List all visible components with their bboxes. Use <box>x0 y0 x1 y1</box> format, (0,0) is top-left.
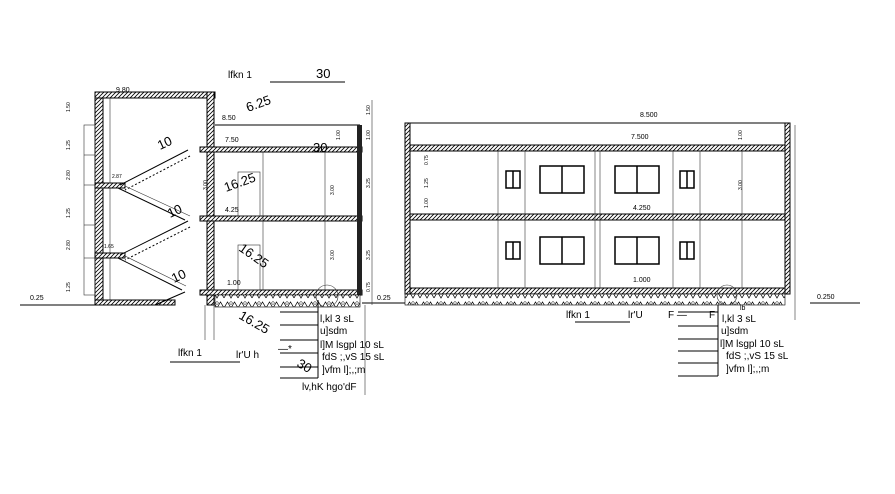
dim: 3.00 <box>330 250 336 260</box>
mark: 16.25 <box>222 170 258 195</box>
level-labels: 8.500 7.500 4.250 1.000 0.250 <box>631 112 835 301</box>
level-8-50: 8.50 <box>222 115 236 122</box>
dim: 0.75 <box>366 282 372 292</box>
mark: 30 <box>313 140 327 155</box>
mark: 30 <box>295 356 315 376</box>
left-wall <box>404 122 411 295</box>
mark: 2.87 <box>112 174 122 180</box>
dim: 1.00 <box>336 130 342 140</box>
level-8-500: 8.500 <box>640 112 658 119</box>
slab-4-25 <box>199 215 363 222</box>
note: ]vfm l];,;m <box>726 364 769 375</box>
dim: 1.25 <box>66 208 72 218</box>
level-7-50: 7.50 <box>225 137 239 144</box>
dim: 3.00 <box>203 180 209 190</box>
mark: 10 <box>155 133 174 153</box>
dim: 3.25 <box>366 250 372 260</box>
section-caption: —* <box>278 344 292 355</box>
level-4-250: 4.250 <box>633 205 651 212</box>
note: fdS ;,vS 15 sL <box>322 352 385 363</box>
dim: 2.80 <box>66 170 72 180</box>
level-1-00: 1.00 <box>227 280 241 287</box>
building-section: 9.80 8.50 7.50 4.25 1.00 0.25 0.25 10 10… <box>20 66 405 395</box>
right-wall <box>357 125 362 295</box>
foundation-soil <box>404 293 786 306</box>
stair-landing <box>94 182 126 189</box>
stair-tower-roof <box>94 91 216 99</box>
door <box>237 171 261 217</box>
dimension-labels: 1.50 1.25 2.80 1.25 2.80 1.25 3.00 3.00 … <box>66 102 372 292</box>
slab-1-000 <box>404 287 791 295</box>
elevation-caption: F — <box>668 310 687 321</box>
window-strip <box>83 124 96 296</box>
dim: 3.00 <box>738 180 744 190</box>
dim: 1.00 <box>424 198 430 208</box>
dim: 1.25 <box>66 282 72 292</box>
note: fdS ;,vS 15 sL <box>726 351 789 362</box>
section-scale: 30 <box>316 66 330 81</box>
mark: 6.25 <box>244 92 273 115</box>
section-title: lfkn 1 <box>228 70 252 81</box>
detail-circle <box>315 284 339 308</box>
level-9-80: 9.80 <box>116 87 130 94</box>
level-0-250: 0.250 <box>817 294 835 301</box>
stair-base <box>94 299 176 306</box>
slab-7-500 <box>404 144 791 152</box>
mark: 16.25 <box>237 308 273 337</box>
dim: 1.50 <box>366 105 372 115</box>
dim: 1.50 <box>66 102 72 112</box>
note: lv,hK hgo'dF <box>302 382 357 393</box>
slab-4-250 <box>404 213 791 221</box>
mark: 10 <box>169 266 188 286</box>
dim: 1.25 <box>66 140 72 150</box>
building-elevation: 8.500 7.500 4.250 1.000 0.250 0.75 1.25 … <box>404 112 860 377</box>
note: l]M lsgpl 10 sL <box>320 340 384 351</box>
dim: 0.75 <box>424 155 430 165</box>
dim: 2.80 <box>66 240 72 250</box>
foundation-soil <box>214 294 361 308</box>
level-7-500: 7.500 <box>631 134 649 141</box>
section-caption: lr'U h <box>236 350 259 361</box>
slab-7-50 <box>199 146 363 153</box>
dim: 3.25 <box>366 178 372 188</box>
stair-flights <box>117 149 191 306</box>
note: l]M lsgpl 10 sL <box>720 339 784 350</box>
note: ]vfm l];,;m <box>322 365 365 376</box>
elevation-caption: lfkn 1 <box>566 310 590 321</box>
door <box>237 244 261 291</box>
stair-landing <box>94 252 126 259</box>
mark: 1.65 <box>104 244 114 250</box>
section-caption: lfkn 1 <box>178 348 202 359</box>
stair-tower-right-wall <box>206 91 215 306</box>
material-notes: l,kl 3 sL u]sdm l]M lsgpl 10 sL fdS ;,vS… <box>678 305 789 377</box>
note: u]sdm <box>721 326 748 337</box>
column-lines <box>497 151 743 288</box>
dimension-labels: 0.75 1.25 1.00 3.00 1.00 <box>424 130 744 208</box>
elevation-caption: F <box>709 310 715 321</box>
level-0-25-right: 0.25 <box>377 295 391 302</box>
level-1-000: 1.000 <box>633 277 651 284</box>
windows <box>505 165 695 265</box>
elevation-tag: lb <box>740 305 746 312</box>
stair-marks: 10 10 10 16.25 16.25 16.25 6.25 30 30 2.… <box>104 92 327 376</box>
stair-tower-left-wall <box>94 91 104 306</box>
dim: 1.00 <box>738 130 744 140</box>
note: l,kl 3 sL <box>722 314 756 325</box>
dim: 1.00 <box>366 130 372 140</box>
detail-circle <box>716 284 738 306</box>
dim: 3.00 <box>330 185 336 195</box>
right-wall <box>784 122 791 295</box>
level-0-25-left: 0.25 <box>30 295 44 302</box>
note: l,kl 3 sL <box>320 314 354 325</box>
level-4-25: 4.25 <box>225 207 239 214</box>
note: u]sdm <box>320 326 347 337</box>
elevation-caption: lr'U <box>628 310 643 321</box>
dim: 1.25 <box>424 178 430 188</box>
mark: 10 <box>165 201 184 221</box>
material-notes: l,kl 3 sL u]sdm l]M lsgpl 10 sL fdS ;,vS… <box>280 300 385 393</box>
level-labels: 9.80 8.50 7.50 4.25 1.00 0.25 0.25 <box>30 87 391 302</box>
